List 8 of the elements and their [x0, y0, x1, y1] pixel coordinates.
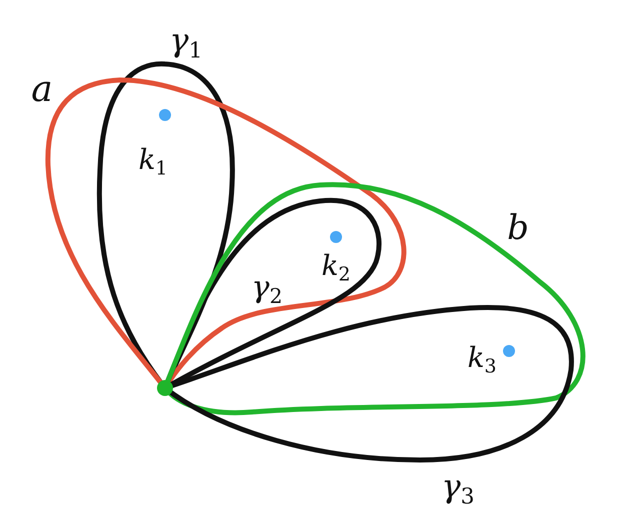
loop-label: a [31, 72, 53, 108]
point-label: k$_{3}$ [467, 344, 497, 372]
loop-label: γ$_{3}$ [442, 470, 474, 502]
point-label: k$_{1}$ [138, 146, 168, 174]
loop-label: γ$_{2}$ [252, 273, 282, 303]
loop-label: b [507, 211, 529, 245]
point-label: k$_{2}$ [321, 252, 351, 280]
loop-label: γ$_{1}$ [170, 24, 202, 56]
